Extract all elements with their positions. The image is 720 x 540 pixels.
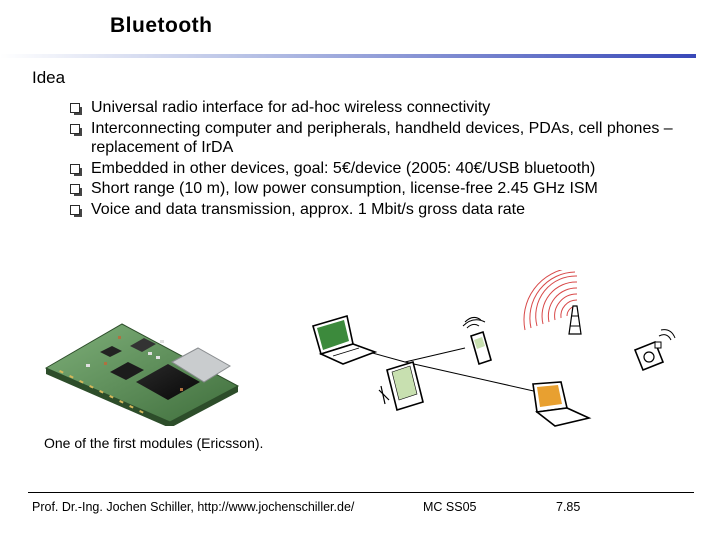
bullet-square-icon — [70, 204, 82, 217]
footer-course: MC SS05 — [423, 500, 477, 514]
title-rule — [0, 54, 696, 58]
bullet-item: Short range (10 m), low power consumptio… — [70, 179, 690, 199]
pda-icon — [378, 360, 424, 412]
image-caption: One of the first modules (Ericsson). — [44, 435, 264, 451]
bluetooth-network-illustration — [312, 270, 676, 427]
bullet-item: Voice and data transmission, approx. 1 M… — [70, 200, 690, 220]
cell-tower-icon — [523, 270, 582, 335]
bullet-square-icon — [70, 123, 82, 136]
bullet-text: Interconnecting computer and peripherals… — [91, 119, 673, 157]
footer-rule — [28, 492, 694, 493]
bullet-item: Universal radio interface for ad-hoc wir… — [70, 98, 690, 118]
laptop-icon — [312, 314, 378, 365]
bullet-text: Embedded in other devices, goal: 5€/devi… — [91, 159, 596, 177]
bullet-text: Short range (10 m), low power consumptio… — [91, 180, 598, 198]
bullet-square-icon — [70, 163, 82, 176]
bluetooth-module-photo — [44, 323, 240, 426]
camera-icon — [633, 329, 676, 372]
footer-author: Prof. Dr.-Ing. Jochen Schiller, http://w… — [32, 500, 355, 514]
bullet-text: Voice and data transmission, approx. 1 M… — [91, 200, 526, 218]
bullet-item: Embedded in other devices, goal: 5€/devi… — [70, 159, 690, 179]
bullet-item: Interconnecting computer and peripherals… — [70, 119, 690, 158]
laptop-icon — [532, 381, 592, 427]
bullet-square-icon — [70, 103, 82, 115]
slide-title: Bluetooth — [110, 14, 213, 37]
section-heading: Idea — [32, 68, 66, 87]
phone-icon — [462, 316, 492, 366]
bullet-square-icon — [70, 184, 82, 197]
bullet-list: Universal radio interface for ad-hoc wir… — [70, 98, 690, 221]
bullet-text: Universal radio interface for ad-hoc wir… — [91, 99, 491, 116]
footer-page-number: 7.85 — [556, 500, 581, 514]
